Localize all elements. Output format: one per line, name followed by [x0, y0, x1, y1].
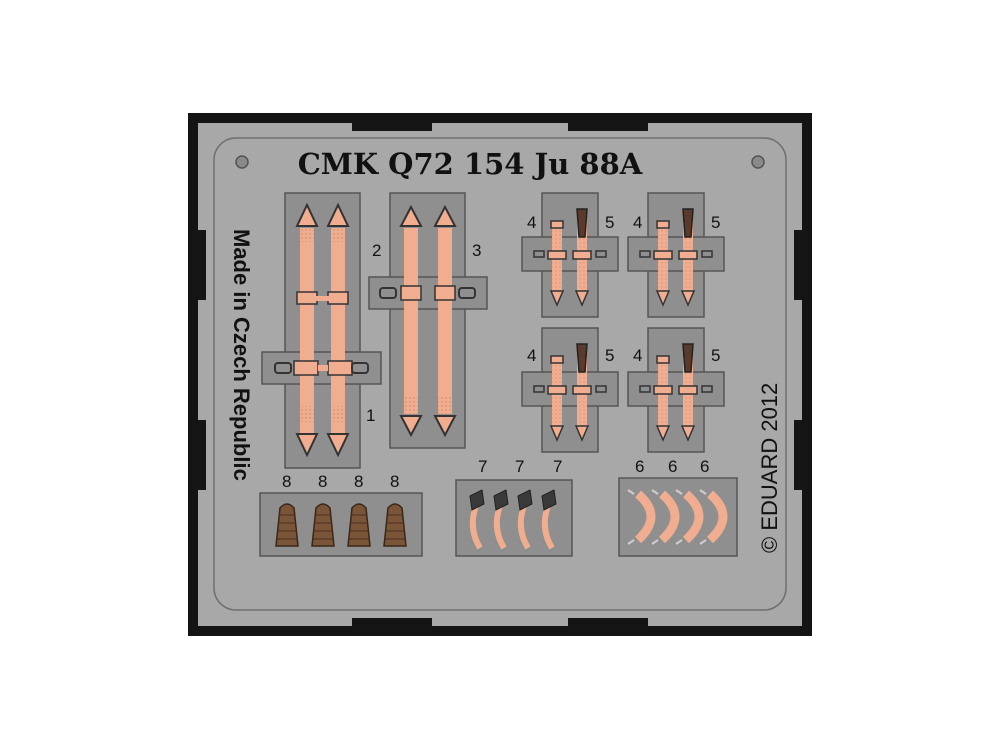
strap-part-7-group: [455, 479, 573, 557]
harness-part-1: [261, 192, 382, 469]
harness-part-4-5-c: [521, 327, 619, 453]
part-number-7: 7: [478, 457, 487, 476]
part-number-8: 8: [390, 472, 399, 491]
part-number-8: 8: [282, 472, 291, 491]
part-number-7: 7: [553, 457, 562, 476]
part-number-2: 2: [372, 241, 381, 260]
part-number-6: 6: [635, 457, 644, 476]
sprue-notches: [198, 123, 802, 626]
part-number-5: 5: [605, 213, 614, 232]
part-number-1: 1: [366, 406, 375, 425]
part-number-8: 8: [318, 472, 327, 491]
part-number-4: 4: [633, 346, 642, 365]
part-number-6: 6: [700, 457, 709, 476]
part-number-3: 3: [472, 241, 481, 260]
made-in-label: Made in Czech Republic: [229, 229, 254, 481]
part-number-4: 4: [527, 213, 536, 232]
part-number-5: 5: [605, 346, 614, 365]
part-number-8: 8: [354, 472, 363, 491]
part-number-5: 5: [711, 213, 720, 232]
copyright-label: © EDUARD 2012: [757, 383, 782, 553]
part-number-6: 6: [668, 457, 677, 476]
mount-hole-right: [751, 155, 765, 169]
harness-part-4-5-d: [627, 327, 725, 453]
harness-part-4-5-b: [627, 192, 725, 318]
part-number-7: 7: [515, 457, 524, 476]
arc-part-6-group: [618, 477, 738, 557]
harness-part-4-5-a: [521, 192, 619, 318]
harness-part-2-3: [368, 192, 488, 449]
part-number-5: 5: [711, 346, 720, 365]
cushion-part-8-group: [259, 492, 423, 557]
fret-title: CMK Q72 154 Ju 88A: [298, 147, 643, 181]
part-number-4: 4: [633, 213, 642, 232]
mount-hole-left: [235, 155, 249, 169]
part-number-4: 4: [527, 346, 536, 365]
fret-inner-outline: [213, 137, 787, 611]
